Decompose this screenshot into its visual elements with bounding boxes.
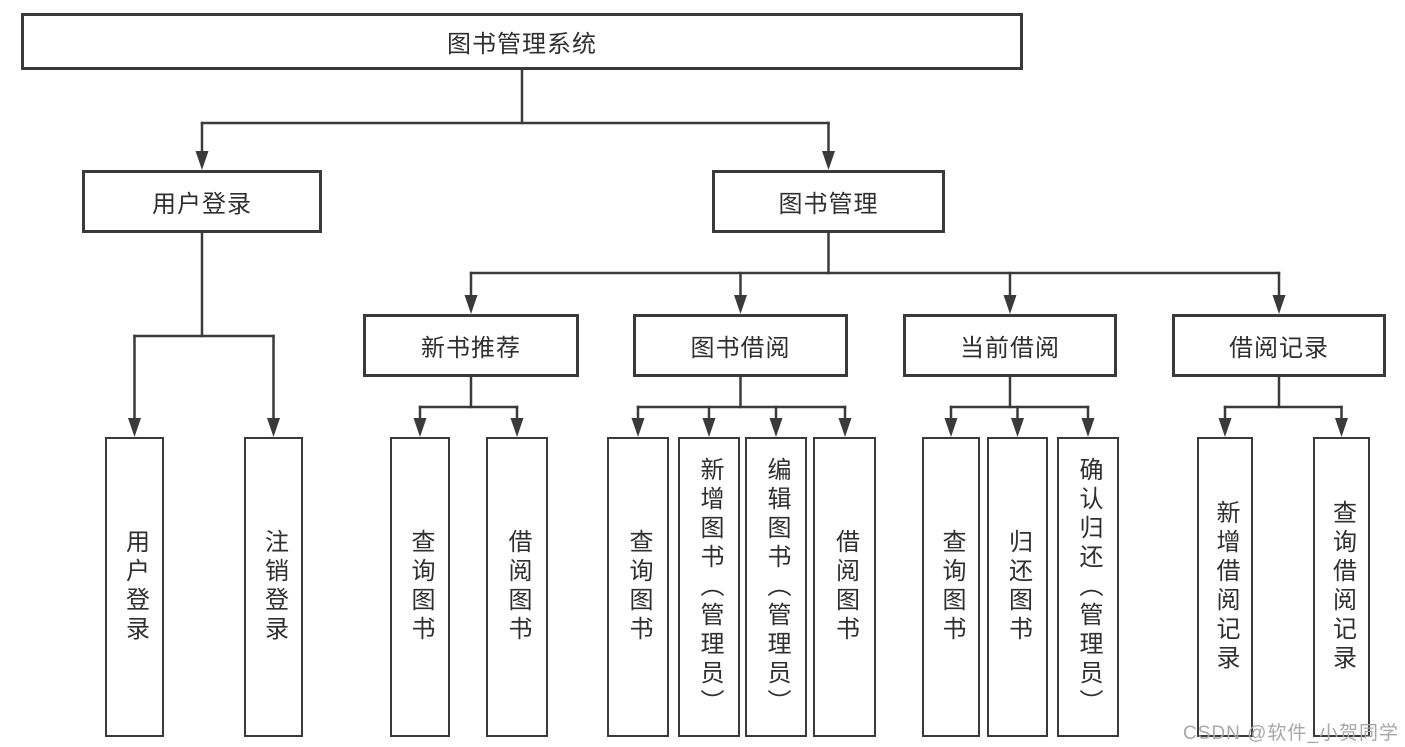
- node-user-login: 用户登录: [82, 170, 322, 233]
- node-label: 确认归还（管理员）: [1075, 456, 1102, 718]
- node-label: 新增图书（管理员）: [696, 456, 723, 718]
- node-label: 用户登录: [121, 529, 149, 645]
- node-label: 借阅记录: [1229, 335, 1329, 362]
- node-label: 用户登录: [152, 191, 252, 218]
- node-label: 图书管理: [778, 191, 879, 218]
- node-new-book-recommend: 新书推荐: [363, 314, 579, 377]
- node-label: 查询图书: [625, 529, 652, 645]
- node-borrow-records: 借阅记录: [1172, 314, 1386, 377]
- leaf-query-borrow-record: 查询借阅记录: [1313, 437, 1370, 737]
- node-label: 注销登录: [260, 529, 288, 645]
- leaf-return-book: 归还图书: [987, 437, 1048, 737]
- node-book-borrow: 图书借阅: [633, 314, 848, 377]
- node-label: 查询借阅记录: [1328, 500, 1356, 674]
- leaf-add-borrow-record: 新增借阅记录: [1197, 437, 1253, 737]
- node-label: 图书借阅: [690, 335, 791, 362]
- node-label: 当前借阅: [960, 335, 1060, 362]
- leaf-add-book-admin: 新增图书（管理员）: [678, 437, 740, 737]
- leaf-confirm-return-admin: 确认归还（管理员）: [1057, 437, 1119, 737]
- leaf-query-book-current: 查询图书: [922, 437, 980, 737]
- node-label: 图书管理系统: [447, 31, 597, 58]
- leaf-borrow-book: 借阅图书: [813, 437, 876, 737]
- leaf-edit-book-admin: 编辑图书（管理员）: [745, 437, 807, 737]
- leaf-query-book-borrow: 查询图书: [607, 437, 669, 737]
- node-book-management: 图书管理: [712, 170, 945, 233]
- leaf-logout: 注销登录: [244, 437, 303, 737]
- leaf-query-book-recommend: 查询图书: [390, 437, 450, 737]
- node-label: 编辑图书（管理员）: [763, 456, 790, 718]
- node-label: 新书推荐: [421, 335, 521, 362]
- node-label: 归还图书: [1004, 529, 1032, 645]
- leaf-borrow-book-recommend: 借阅图书: [486, 437, 548, 737]
- node-label: 新增借阅记录: [1212, 500, 1239, 674]
- node-root: 图书管理系统: [21, 13, 1023, 70]
- leaf-user-login: 用户登录: [105, 437, 164, 737]
- node-label: 查询图书: [938, 529, 965, 645]
- node-label: 借阅图书: [831, 529, 859, 645]
- node-label: 借阅图书: [504, 529, 531, 645]
- node-current-borrow: 当前借阅: [903, 314, 1117, 377]
- node-label: 查询图书: [407, 529, 434, 645]
- csdn-watermark: CSDN @软件_小贺同学: [1183, 723, 1399, 744]
